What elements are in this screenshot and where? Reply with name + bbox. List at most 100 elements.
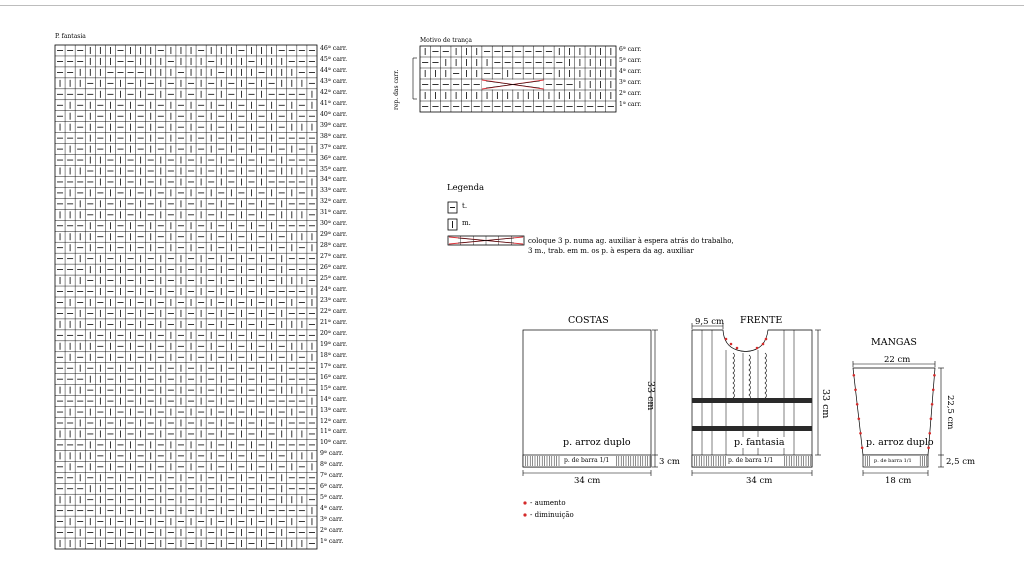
tranca-row-label: 2ª carr. [619,90,642,97]
fantasia-row-label: 33ª carr. [320,187,348,195]
fantasia-row-label: 43ª carr. [320,77,348,85]
mangas-top-label: 22 cm [884,355,911,365]
costas-title: COSTAS [568,315,609,326]
fantasia-chart-title: P. fantasia [55,33,86,40]
fantasia-row-label: 18ª carr. [320,351,348,359]
increase-mark [928,431,932,435]
mangas-increase-marks [852,373,936,450]
fantasia-row-label: 9ª carr. [320,450,344,458]
frente-neck-marks [724,337,768,350]
fantasia-row-label: 5ª carr. [320,494,344,502]
increase-mark [930,402,934,406]
costas-body [522,329,652,468]
increase-mark [933,373,936,377]
costas-schematic [522,329,658,476]
fantasia-row-label: 8ª carr. [320,461,344,469]
fantasia-row-label: 7ª carr. [320,472,344,480]
fantasia-row-label: 28ª carr. [320,242,348,250]
mangas-title: MANGAS [871,337,917,348]
tranca-row-label: 4ª carr. [619,68,642,75]
mangas-border-label: p. de barra 1/1 [873,458,913,464]
legend-t-text: t. [462,202,468,210]
fantasia-row-label: 31ª carr. [320,209,348,217]
aumento-marker [523,501,527,505]
cable-cross-line [485,80,540,89]
fantasia-row-label: 37ª carr. [320,143,348,151]
top-divider [0,0,1024,6]
fantasia-row-label: 40ª carr. [320,110,348,118]
decrease-mark [761,342,765,346]
decrease-mark [755,346,759,350]
frente-rib-lines [694,456,812,466]
increase-mark [927,446,930,450]
fantasia-row-label: 23ª carr. [320,297,348,304]
legend-title: Legenda [447,183,485,193]
fantasia-row-label: 44ª carr. [320,66,348,74]
costas-rib-lines [525,456,651,466]
frente-schematic [691,323,821,476]
cable-twist [748,354,751,401]
costas-width-label: 34 cm [574,476,601,486]
fantasia-row-label: 27ª carr. [320,253,348,261]
tranca-row-label: 3ª carr. [619,79,642,86]
fantasia-row-label: 6ª carr. [320,483,344,491]
legend-cable-line1: coloque 3 p. numa ag. auxiliar à espera … [528,237,734,245]
increase-mark [860,446,864,450]
legend-cable-symbol [447,235,525,246]
costas-border-label: p. de barra 1/1 [563,457,611,464]
decrease-mark [764,337,768,341]
increase-mark [857,417,861,421]
fantasia-row-label: 30ª carr. [320,220,348,228]
fantasia-row-label: 10ª carr. [320,439,348,447]
frente-band-1 [692,398,812,403]
costas-height-label: 33 cm [645,381,656,411]
cable-twist [732,352,735,399]
frente-height-label: 33 cm [820,389,831,419]
frente-neck-label: 9,5 cm [695,317,725,327]
frente-border-label: p. de barra 1/1 [727,457,775,464]
fantasia-row-label: 20ª carr. [320,329,348,337]
tranca-row-label: 6ª carr. [619,46,642,53]
mangas-pattern-label: p. arroz duplo [866,437,934,448]
costas-border-height: 3 cm [659,457,680,467]
fantasia-row-label: 35ª carr. [320,165,348,173]
fantasia-row-label: 14ª carr. [320,395,348,403]
legend-cable-cross [457,237,515,244]
fantasia-row-label: 38ª carr. [320,132,348,140]
fantasia-row-label: 41ª carr. [320,99,348,107]
costas-pattern-label: p. arroz duplo [563,437,631,448]
tranca-row-label: 5ª carr. [619,57,642,64]
fantasia-row-label: 24ª carr. [320,286,348,294]
tranca-row-label: 1ª carr. [619,101,642,108]
fantasia-row-label: 16ª carr. [320,373,348,381]
legend-cable-line2: 3 m., trab. em m. os p. à espera da ag. … [528,247,694,255]
decrease-mark [724,337,728,341]
mangas-rib-lines [864,456,928,466]
increase-mark [854,388,857,392]
fantasia-row-label: 4ª carr. [320,505,344,513]
fantasia-row-label: 25ª carr. [320,275,348,283]
fantasia-row-label: 34ª carr. [320,176,348,184]
fantasia-row-label: 36ª carr. [320,154,348,162]
mangas-width-label: 18 cm [885,476,912,486]
frente-cable-twists [732,352,767,401]
fantasia-row-label: 1ª carr. [320,538,344,546]
fantasia-row-label: 22ª carr. [320,307,348,315]
mangas-schematic [852,361,944,476]
tranca-chart-title: Motivo de trança [420,37,472,44]
fantasia-row-label: 11ª carr. [320,428,348,436]
diminuicao-note: - diminuição [530,511,574,519]
fantasia-row-label: 12ª carr. [320,417,348,425]
increase-mark [859,431,862,435]
fantasia-row-label: 21ª carr. [320,318,348,326]
increase-mark [855,402,859,406]
fantasia-row-label: 19ª carr. [320,340,348,348]
fantasia-row-label: 13ª carr. [320,406,348,414]
cable-twist [764,352,767,399]
fantasia-row-label: 15ª carr. [320,384,348,392]
